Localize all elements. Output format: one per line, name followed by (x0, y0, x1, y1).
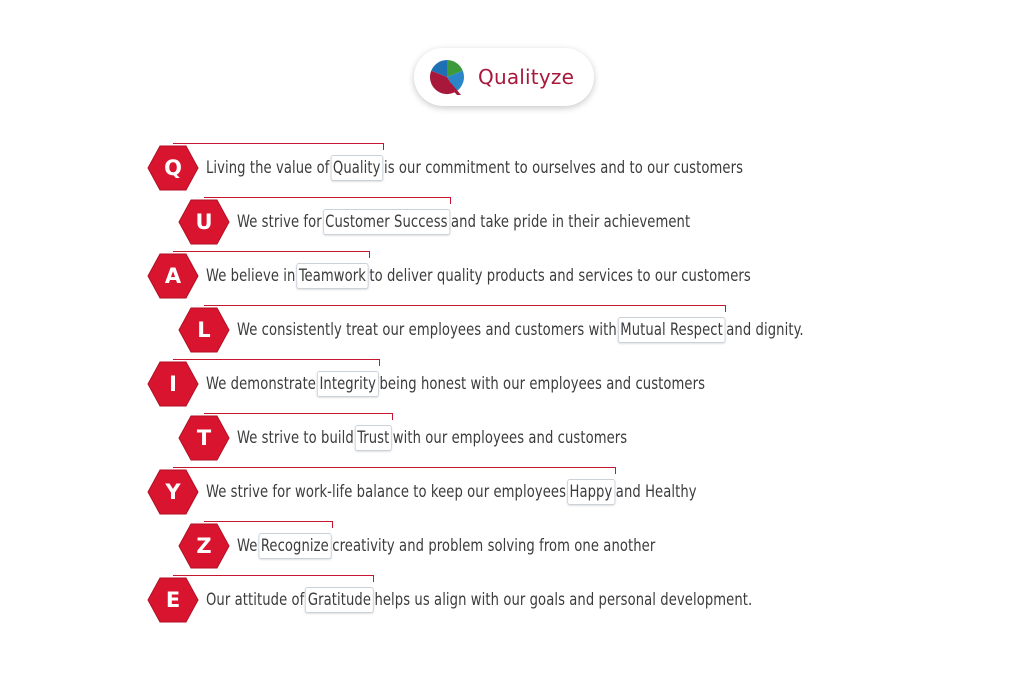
statement-text-after: and Healthy (615, 482, 697, 502)
value-keyword: Mutual Respect (617, 317, 726, 343)
statement-text-after: and dignity. (726, 320, 804, 340)
statement-text-after: helps us align with our goals and person… (374, 590, 753, 610)
value-letter: E (165, 588, 181, 612)
value-keyword: Happy (566, 479, 615, 505)
hexagon-badge-icon (147, 145, 199, 191)
value-keyword: Quality (330, 155, 384, 181)
hexagon-badge-icon (147, 469, 199, 515)
connector-line (173, 575, 374, 582)
value-letter: Z (196, 534, 212, 558)
statement-text-before: We demonstrate (206, 374, 316, 394)
connector-line (204, 413, 393, 420)
statement-text-before: We strive for (237, 212, 322, 232)
value-keyword: Integrity (316, 371, 379, 397)
value-keyword: Recognize (258, 533, 332, 559)
hexagon-badge-icon (147, 253, 199, 299)
statement-text-before: We strive to build (237, 428, 354, 448)
statement-text-after: being honest with our employees and cust… (379, 374, 706, 394)
connector-line (173, 143, 385, 150)
value-keyword: Teamwork (296, 263, 369, 289)
value-letter: I (169, 372, 177, 396)
hexagon-badge-icon (178, 415, 230, 461)
statement-text-before: Living the value of (206, 158, 330, 178)
connector-line (204, 305, 727, 312)
statement-text-after: and take pride in their achievement (451, 212, 691, 232)
value-letter: Y (165, 480, 181, 504)
value-letter: L (197, 318, 211, 342)
brand-logo-badge: Qualityze (414, 48, 594, 106)
hexagon-badge-icon (178, 307, 230, 353)
value-keyword: Trust (354, 425, 392, 451)
hexagon-badge-icon (178, 523, 230, 569)
connector-line (173, 467, 617, 474)
value-statement: We strive for work-life balance to keep … (206, 479, 697, 505)
statement-text-after: is our commitment to ourselves and to ou… (383, 158, 744, 178)
statement-text-before: We strive for work-life balance to keep … (206, 482, 567, 502)
statement-text-before: Our attitude of (206, 590, 305, 610)
connector-line (173, 359, 380, 366)
statement-text-after: to deliver quality products and services… (369, 266, 751, 286)
statement-text-before: We believe in (206, 266, 296, 286)
hexagon-badge-icon (178, 199, 230, 245)
value-keyword: Customer Success (322, 209, 451, 235)
value-letter: U (195, 210, 213, 234)
connector-line (204, 521, 333, 528)
hexagon-badge-icon (147, 577, 199, 623)
value-keyword: Gratitude (305, 587, 374, 613)
value-statement: We consistently treat our employees and … (237, 317, 804, 343)
value-letter: Q (164, 156, 182, 180)
qualityze-logo-icon (429, 60, 465, 95)
statement-text-before: We (237, 536, 258, 556)
statement-text-before: We consistently treat our employees and … (237, 320, 617, 340)
statement-text-after: with our employees and customers (392, 428, 628, 448)
statement-text-after: creativity and problem solving from one … (332, 536, 656, 556)
value-letter: A (164, 264, 182, 288)
brand-name: Qualityze (478, 65, 575, 89)
hexagon-badge-icon (147, 361, 199, 407)
connector-line (204, 197, 452, 204)
connector-line (173, 251, 370, 258)
value-letter: T (196, 426, 212, 450)
